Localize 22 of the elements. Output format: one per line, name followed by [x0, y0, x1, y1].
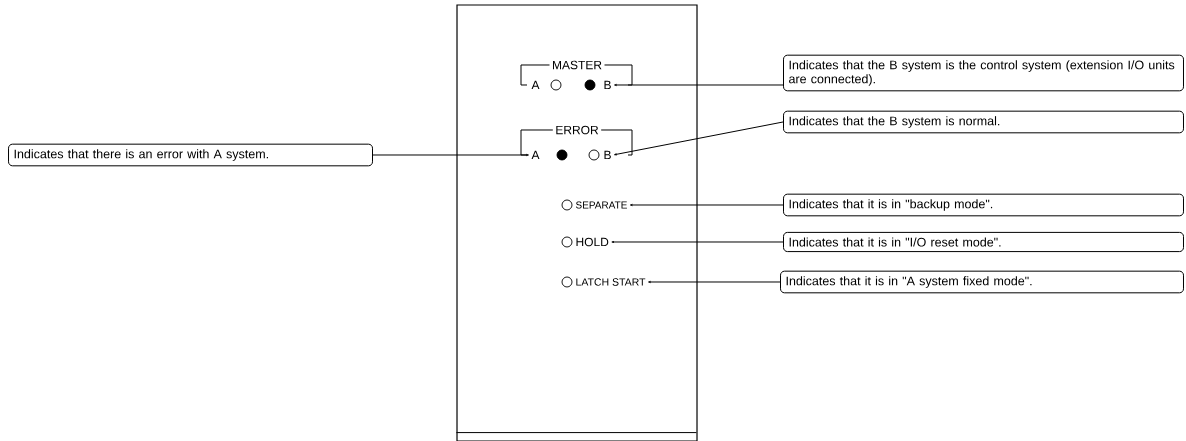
leader-arrow [614, 84, 784, 86]
led-label: B [604, 150, 611, 160]
callout-box: Indicates that it is in "A system fixed mode". [780, 270, 1184, 294]
callout-box: Indicates that the B system is the control system (extension I/O units are connected). [783, 54, 1184, 92]
leader-arrow [611, 241, 784, 243]
group-label: ERROR [556, 125, 599, 135]
callout-box: Indicates that the B system is normal. [783, 110, 1184, 134]
led-label: LATCH START [576, 278, 646, 286]
callout-box: Indicates that it is in "backup mode". [783, 193, 1184, 217]
callout-box: Indicates that there is an error with A system. [8, 143, 373, 167]
led-label: A [531, 150, 540, 160]
leader-arrow [614, 121, 784, 156]
leader-arrow [648, 280, 781, 283]
led-label: B [604, 80, 611, 90]
group-label: MASTER [553, 60, 602, 70]
led-label: SEPARATE [575, 201, 627, 209]
led-label: HOLD [576, 237, 609, 247]
led-label: A [531, 80, 540, 90]
module-panel [456, 4, 698, 441]
leader-arrow [629, 204, 784, 206]
leader-arrow [372, 154, 529, 156]
callout-box: Indicates that it is in "I/O reset mode". [783, 231, 1184, 253]
